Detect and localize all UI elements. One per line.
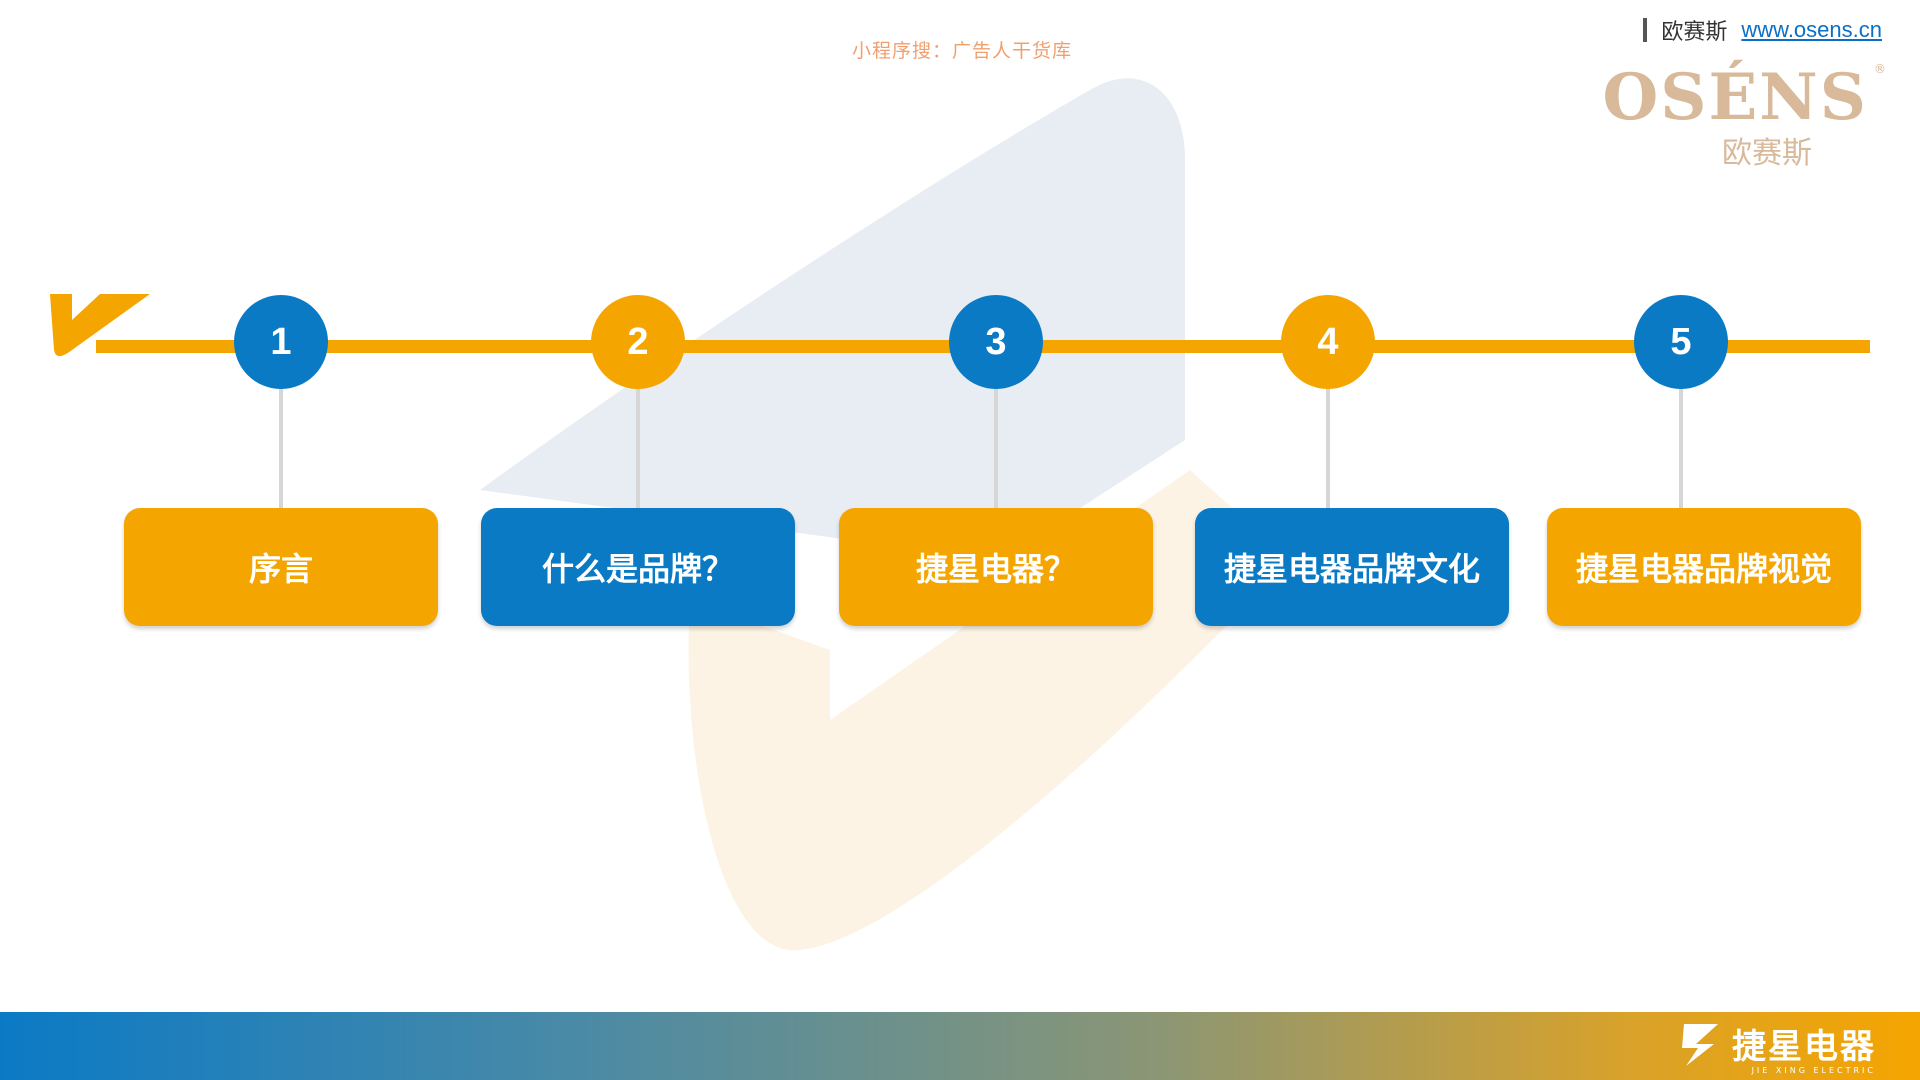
footer-bar: 捷星电器 JIE XING ELECTRIC (0, 1012, 1920, 1080)
step-card-3[interactable]: 捷星电器？ (839, 508, 1153, 626)
step-number-2: 2 (627, 321, 649, 363)
step-number-3: 3 (985, 321, 1007, 363)
brand-url-link[interactable]: www.osens.cn (1741, 17, 1882, 42)
step-number-1: 1 (270, 321, 292, 363)
step-circle-3 (949, 295, 1043, 389)
brand-corner: 欧赛斯 www.osens.cn OSÉNS ® 欧赛斯 (1542, 14, 1886, 171)
footer-logo-text: 捷星电器 (1732, 1026, 1876, 1067)
step-card-5[interactable]: 捷星电器品牌视觉 (1547, 508, 1861, 626)
osens-logo-cn: 欧赛斯 (1722, 136, 1812, 171)
step-circle-2 (591, 295, 685, 389)
step-card-4[interactable]: 捷星电器品牌文化 (1195, 508, 1509, 626)
step-number-5: 5 (1670, 321, 1692, 363)
footer-logo-subtext: JIE XING ELECTRIC (1751, 1066, 1876, 1075)
osens-logo-text: OSÉNS (1602, 60, 1868, 135)
brand-name: 欧赛斯 (1661, 20, 1728, 45)
step-card-2[interactable]: 什么是品牌？ (481, 508, 795, 626)
watermark-text: 小程序搜：广告人干货库 (852, 40, 1073, 62)
step-circle-1 (234, 295, 328, 389)
connector-lines (279, 388, 1683, 508)
step-circle-5 (1634, 295, 1728, 389)
step-card-1[interactable]: 序言 (124, 508, 438, 626)
brand-header: 欧赛斯 www.osens.cn (1643, 14, 1882, 46)
footer-logo: 捷星电器 JIE XING ELECTRIC (1678, 1018, 1876, 1075)
registered-mark: ® (1874, 62, 1886, 76)
jiexing-logo-icon (1682, 1024, 1718, 1066)
step-circle-4 (1281, 295, 1375, 389)
step-number-4: 4 (1317, 321, 1339, 363)
timeline-start-arrow-icon (50, 294, 150, 357)
divider-bar (1643, 18, 1648, 42)
